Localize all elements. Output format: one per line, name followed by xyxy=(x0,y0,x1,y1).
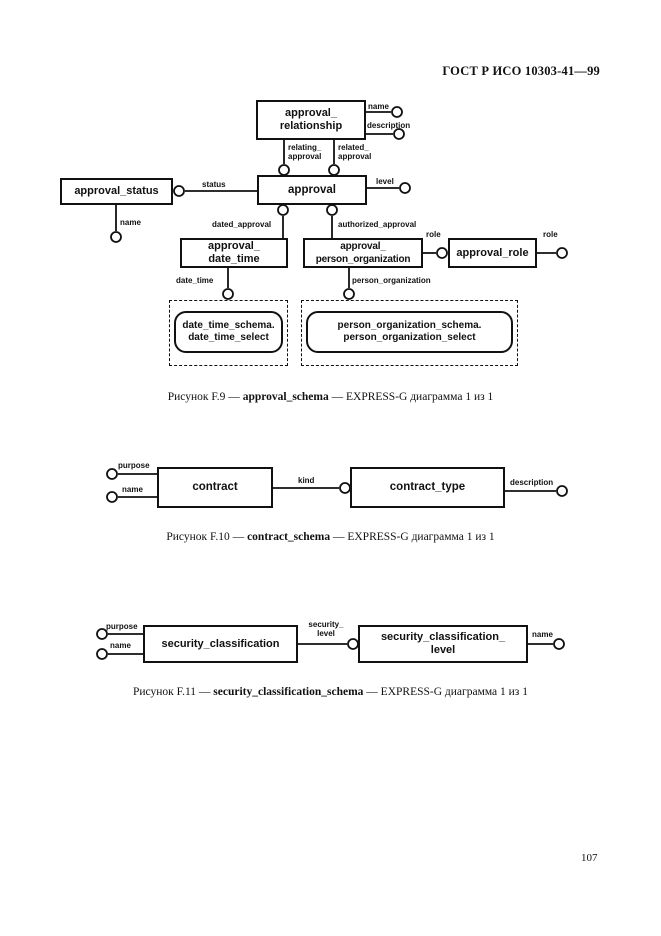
label-name-status: name xyxy=(120,218,141,227)
label-description: description xyxy=(367,121,411,130)
label-dated-approval: dated_approval xyxy=(212,220,272,229)
figure-caption-f9: Рисунок F.9 — approval_schema — EXPRESS-… xyxy=(0,391,661,403)
entity-approval-status: approval_status xyxy=(60,178,173,205)
label-authorized-approval: authorized_approval xyxy=(338,220,417,229)
label-name-left: name xyxy=(110,641,131,650)
figure-caption-f10: Рисунок F.10 — contract_schema — EXPRESS… xyxy=(0,531,661,543)
label-purpose: purpose xyxy=(106,622,138,631)
label-name: name xyxy=(368,102,389,111)
caption-prefix: Рисунок F.10 — xyxy=(166,531,248,543)
label-date-time: date_time xyxy=(176,276,214,285)
figure-caption-f11: Рисунок F.11 — security_classification_s… xyxy=(0,686,661,698)
label-level: level xyxy=(376,177,394,186)
entity-contract: contract xyxy=(157,467,273,508)
entity-security-classification: security_classification xyxy=(143,625,298,663)
label-name: name xyxy=(122,485,143,494)
entity-approval-role: approval_role xyxy=(448,238,537,268)
caption-suffix: — EXPRESS-G диаграмма 1 из 1 xyxy=(363,686,528,698)
label-description: description xyxy=(510,478,554,487)
caption-prefix: Рисунок F.9 — xyxy=(167,391,243,403)
interschema-ref-date-time-select: date_time_schema. date_time_select xyxy=(174,311,283,353)
label-related-approval: related_ approval xyxy=(338,143,372,161)
caption-schema-name: contract_schema xyxy=(247,531,331,543)
label-kind: kind xyxy=(298,476,315,485)
interschema-ref-person-organization-select: person_organization_schema. person_organ… xyxy=(306,311,513,353)
entity-approval-date-time: approval_ date_time xyxy=(180,238,288,268)
caption-suffix: — EXPRESS-G диаграмма 1 из 1 xyxy=(330,531,495,543)
caption-suffix: — EXPRESS-G диаграмма 1 из 1 xyxy=(328,391,494,403)
entity-approval: approval xyxy=(257,175,367,205)
label-name-right: name xyxy=(532,630,553,639)
entity-approval-relationship: approval_ relationship xyxy=(256,100,366,140)
label-relating-approval: relating_ approval xyxy=(288,143,322,161)
label-role-left: role xyxy=(426,230,441,239)
caption-schema-name: approval_schema xyxy=(242,391,329,403)
entity-security-classification-level: security_classification_ level xyxy=(358,625,528,663)
label-role-right: role xyxy=(543,230,558,239)
label-person-organization: person_organization xyxy=(352,276,431,285)
entity-approval-person-organization: approval_ person_organization xyxy=(303,238,423,268)
caption-schema-name: security_classification_schema xyxy=(213,686,364,698)
page-number: 107 xyxy=(581,852,598,864)
entity-contract-type: contract_type xyxy=(350,467,505,508)
label-purpose: purpose xyxy=(118,461,150,470)
label-security-level: security_ level xyxy=(308,620,344,638)
label-status: status xyxy=(202,180,226,189)
page-header-standard-number: ГОСТ Р ИСО 10303-41—99 xyxy=(442,64,600,78)
caption-prefix: Рисунок F.11 — xyxy=(133,686,214,698)
